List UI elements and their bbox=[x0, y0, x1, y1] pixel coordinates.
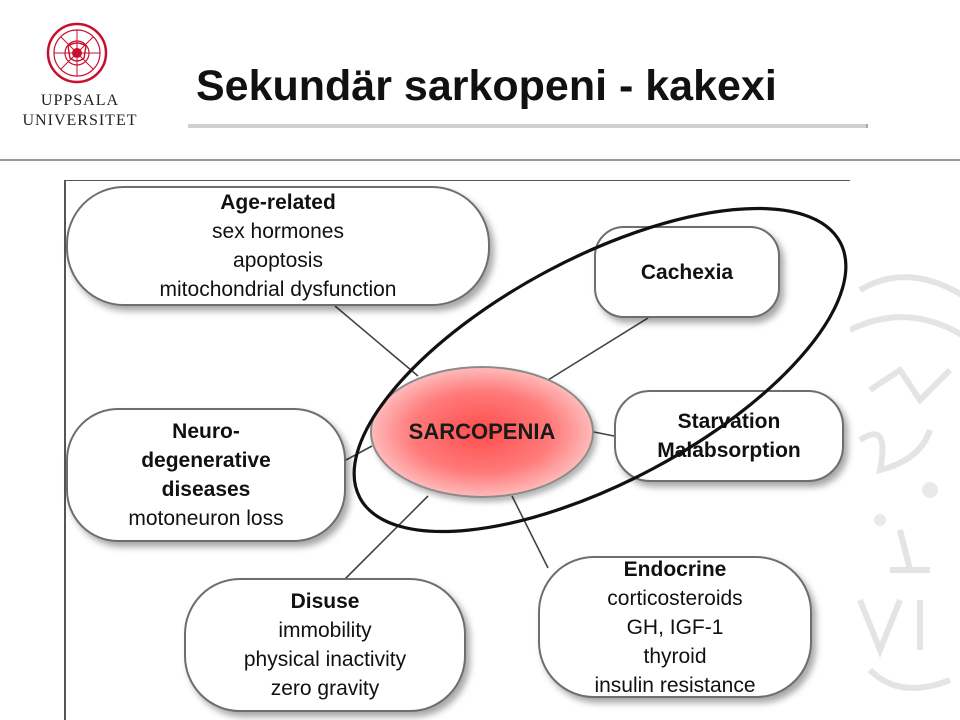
node-line: thyroid bbox=[643, 644, 707, 668]
center-node-label: SARCOPENIA bbox=[408, 419, 556, 444]
slide-title: Sekundär sarkopeni - kakexi bbox=[196, 62, 777, 110]
node-line: physical inactivity bbox=[243, 648, 407, 671]
node-heading: Endocrine bbox=[623, 557, 727, 581]
node-heading: Neuro- bbox=[172, 420, 240, 443]
title-underline bbox=[188, 124, 868, 128]
connector-starvation bbox=[593, 431, 615, 437]
node-heading: degenerative bbox=[141, 449, 271, 472]
node-line: GH, IGF-1 bbox=[626, 615, 724, 639]
node-disuse: Disuse immobility physical inactivity ze… bbox=[184, 578, 466, 712]
node-age-related: Age-related sex hormones apoptosis mitoc… bbox=[66, 186, 490, 306]
connector-cachexia bbox=[547, 317, 649, 381]
node-heading: Starvation bbox=[677, 410, 781, 433]
node-line: mitochondrial dysfunction bbox=[159, 278, 397, 301]
node-heading: Cachexia bbox=[640, 260, 734, 284]
logo-text-universitet: UNIVERSITET bbox=[22, 112, 138, 129]
node-line: zero gravity bbox=[270, 677, 380, 700]
node-line: immobility bbox=[278, 619, 372, 642]
node-starvation-malabsorption: Starvation Malabsorption bbox=[614, 390, 844, 482]
node-neurodegenerative: Neuro- degenerative diseases motoneuron … bbox=[66, 408, 346, 542]
connector-age bbox=[334, 305, 419, 377]
node-heading: Disuse bbox=[290, 590, 360, 613]
header-divider bbox=[0, 159, 960, 161]
node-heading: Age-related bbox=[220, 191, 336, 214]
node-line: corticosteroids bbox=[607, 586, 743, 610]
seal-watermark bbox=[848, 274, 960, 691]
logo-text-uppsala: UPPSALA bbox=[40, 92, 120, 109]
slide-header: UPPSALA UNIVERSITET Sekundär sarkopeni -… bbox=[0, 0, 960, 160]
connector-neuro bbox=[345, 445, 373, 461]
node-line: insulin resistance bbox=[594, 673, 756, 697]
node-endocrine: Endocrine corticosteroids GH, IGF-1 thyr… bbox=[538, 556, 812, 698]
node-heading: Malabsorption bbox=[657, 439, 801, 462]
node-line: apoptosis bbox=[233, 249, 323, 272]
connector-disuse bbox=[343, 495, 429, 581]
uppsala-seal-logo bbox=[46, 22, 108, 84]
node-line: motoneuron loss bbox=[128, 507, 284, 530]
node-heading: diseases bbox=[161, 478, 251, 501]
center-node-sarcopenia: SARCOPENIA bbox=[370, 366, 594, 498]
node-line: sex hormones bbox=[212, 220, 344, 243]
connector-endocrine bbox=[511, 495, 549, 569]
node-cachexia: Cachexia bbox=[594, 226, 780, 318]
